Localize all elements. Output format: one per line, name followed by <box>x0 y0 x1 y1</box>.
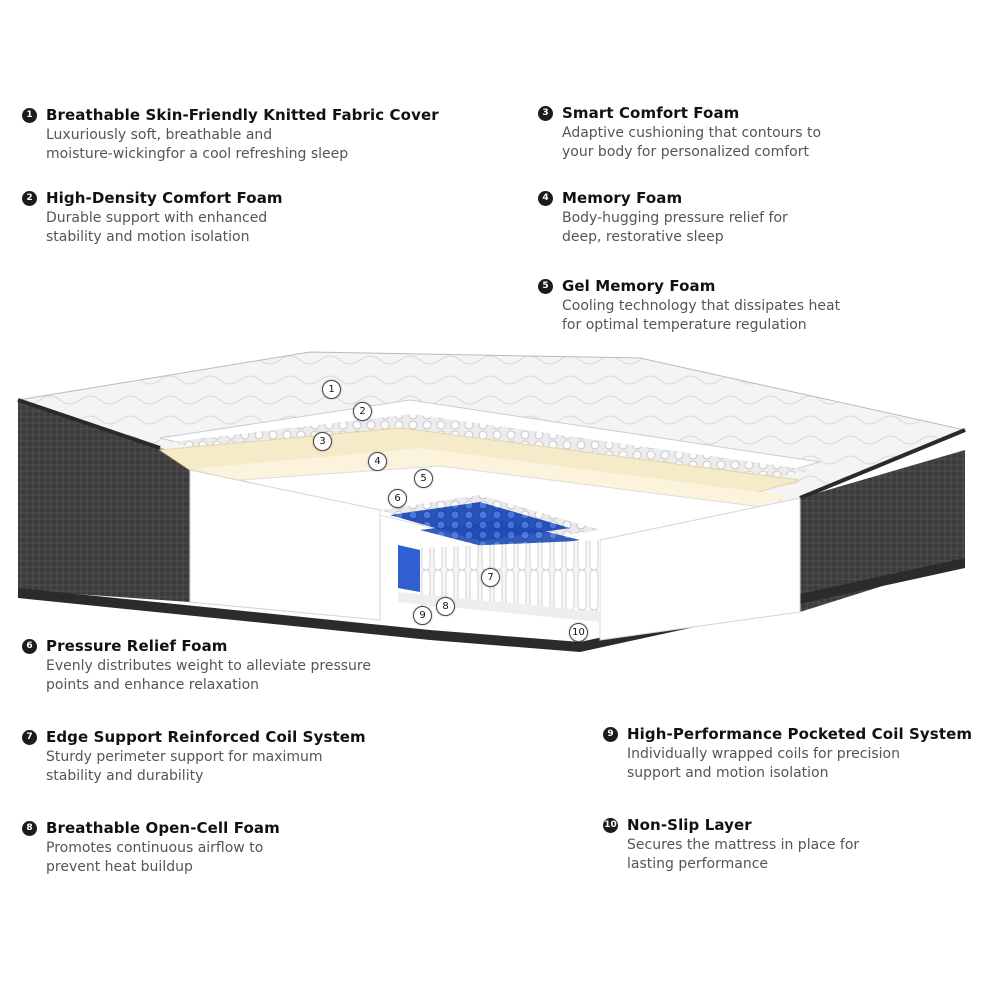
marker-5: 5 <box>414 469 433 488</box>
feature-title: Pressure Relief Foam <box>46 637 228 655</box>
marker-4: 4 <box>368 452 387 471</box>
feature-desc-line: stability and motion isolation <box>46 229 250 245</box>
number-badge: 8 <box>22 820 37 836</box>
feature-desc-line: Cooling technology that dissipates heat <box>562 298 841 314</box>
feature-8: 8 Breathable Open-Cell Foam Promotes cont… <box>22 819 280 877</box>
feature-desc-line: Durable support with enhanced <box>46 210 268 226</box>
marker-10: 10 <box>569 623 588 642</box>
feature-2: 2 High-Density Comfort Foam Durable suppo… <box>22 189 283 247</box>
feature-desc-line: points and enhance relaxation <box>46 677 260 693</box>
feature-title: High-Performance Pocketed Coil System <box>627 725 973 743</box>
edge-coils-blue <box>398 545 420 592</box>
mattress-cutaway-illustration <box>17 351 967 652</box>
feature-7: 7 Edge Support Reinforced Coil System Stu… <box>22 728 366 786</box>
feature-title: Breathable Open-Cell Foam <box>46 819 280 837</box>
feature-desc-line: for optimal temperature regulation <box>562 317 807 333</box>
marker-8: 8 <box>436 597 455 616</box>
feature-9: 9 High-Performance Pocketed Coil System I… <box>603 725 972 783</box>
feature-3: 3 Smart Comfort Foam Adaptive cushioning … <box>538 104 821 162</box>
feature-desc-line: Body-hugging pressure relief for <box>562 210 788 226</box>
marker-2: 2 <box>353 402 372 421</box>
feature-5: 5 Gel Memory Foam Cooling technology that… <box>538 277 840 335</box>
number-badge: 9 <box>603 726 618 742</box>
number-badge: 2 <box>22 190 37 206</box>
feature-desc-line: support and motion isolation <box>627 765 829 781</box>
feature-desc-line: moisture-wickingfor a cool refreshing sl… <box>46 146 349 162</box>
feature-6: 6 Pressure Relief Foam Evenly distributes… <box>22 637 371 695</box>
feature-title: Breathable Skin-Friendly Knitted Fabric … <box>46 106 439 124</box>
number-badge: 5 <box>538 278 553 294</box>
number-badge: 4 <box>538 190 553 206</box>
feature-desc-line: Secures the mattress in place for <box>627 837 860 853</box>
pocket-coils-side <box>420 540 600 612</box>
feature-desc-line: deep, restorative sleep <box>562 229 724 245</box>
foam-frame-left <box>189 469 381 621</box>
feature-desc-line: Sturdy perimeter support for maximum <box>46 749 323 765</box>
number-badge: 1 <box>22 107 37 123</box>
number-badge: 10 <box>603 817 618 833</box>
number-badge: 3 <box>538 105 553 121</box>
feature-desc-line: lasting performance <box>627 856 769 872</box>
marker-6: 6 <box>388 489 407 508</box>
feature-4: 4 Memory Foam Body-hugging pressure relie… <box>538 189 788 247</box>
marker-7: 7 <box>481 568 500 587</box>
feature-desc-line: Individually wrapped coils for precision <box>627 746 900 762</box>
number-badge: 7 <box>22 729 37 745</box>
feature-desc-line: stability and durability <box>46 768 204 784</box>
feature-title: Smart Comfort Foam <box>562 104 740 122</box>
feature-title: High-Density Comfort Foam <box>46 189 283 207</box>
feature-title: Gel Memory Foam <box>562 277 716 295</box>
feature-desc-line: Promotes continuous airflow to <box>46 840 264 856</box>
feature-desc-line: Adaptive cushioning that contours to <box>562 125 822 141</box>
marker-1: 1 <box>322 380 341 399</box>
marker-9: 9 <box>413 606 432 625</box>
feature-title: Non-Slip Layer <box>627 816 752 834</box>
marker-3: 3 <box>313 432 332 451</box>
side-fabric-left <box>18 402 190 602</box>
feature-title: Edge Support Reinforced Coil System <box>46 728 366 746</box>
feature-desc-line: prevent heat buildup <box>46 859 193 875</box>
number-badge: 6 <box>22 638 37 654</box>
feature-desc-line: Evenly distributes weight to alleviate p… <box>46 658 371 674</box>
feature-1: 1 Breathable Skin-Friendly Knitted Fabric… <box>22 106 439 164</box>
feature-desc-line: your body for personalized comfort <box>562 144 809 160</box>
feature-10: 10 Non-Slip Layer Secures the mattress in… <box>603 816 859 874</box>
feature-title: Memory Foam <box>562 189 683 207</box>
feature-desc-line: Luxuriously soft, breathable and <box>46 127 273 143</box>
